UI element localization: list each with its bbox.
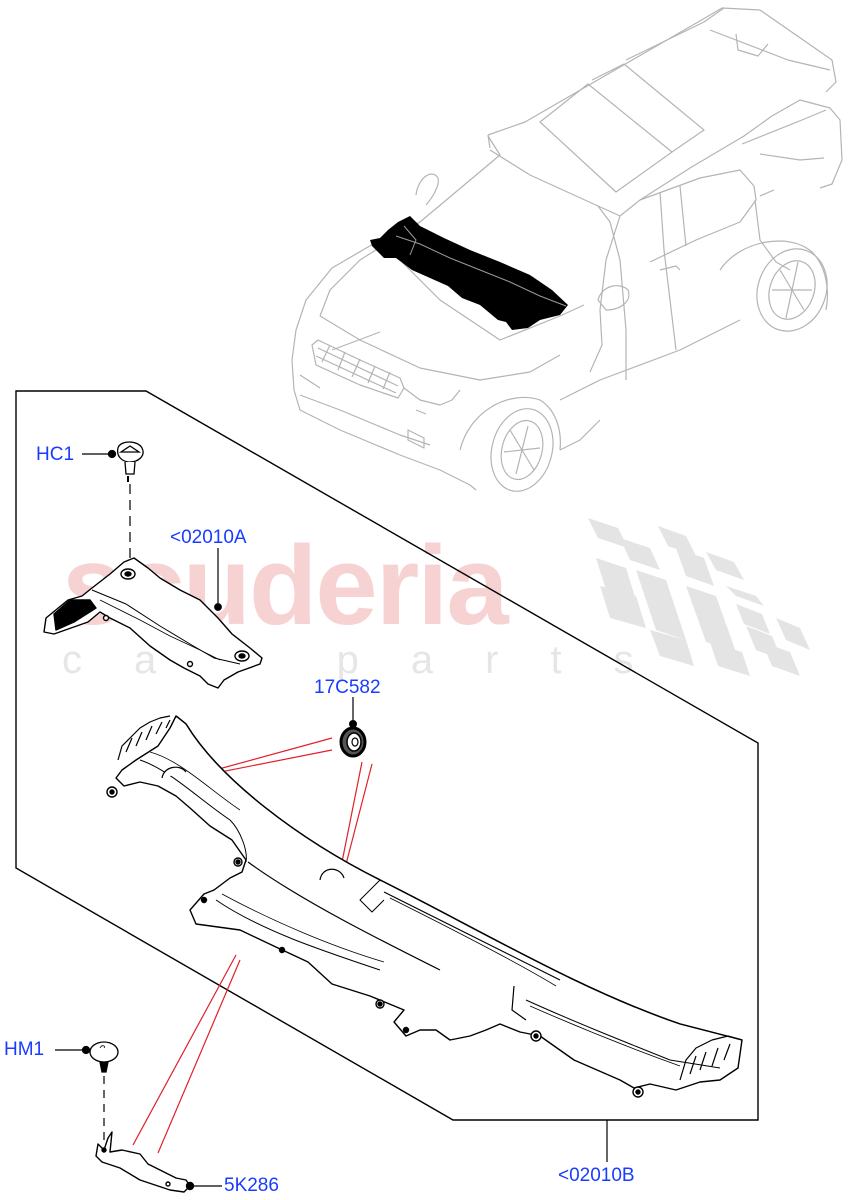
clip-hc1-icon [82, 441, 144, 560]
bracket-5k286 [95, 1131, 222, 1193]
callout-02010a[interactable]: <02010A [170, 527, 247, 548]
callout-17c582[interactable]: 17C582 [314, 677, 381, 698]
callout-5k286[interactable]: 5K286 [224, 1175, 279, 1196]
bracket-leader-lines [132, 954, 241, 1154]
vehicle-cowl-highlight [370, 216, 568, 330]
vehicle-location-illustration [291, 7, 843, 492]
callout-02010b[interactable]: <02010B [558, 1165, 635, 1186]
cowl-side-panel-02010a [43, 548, 263, 689]
rivet-hm1-icon [55, 1041, 119, 1140]
callout-hc1[interactable]: HC1 [36, 444, 75, 465]
callout-hm1[interactable]: HM1 [4, 1039, 45, 1060]
cowl-panel-02010b [106, 715, 743, 1162]
grommet-17c582-icon [339, 697, 367, 758]
checkered-flag-watermark [588, 518, 810, 676]
exploded-view-boundary [15, 390, 759, 1121]
